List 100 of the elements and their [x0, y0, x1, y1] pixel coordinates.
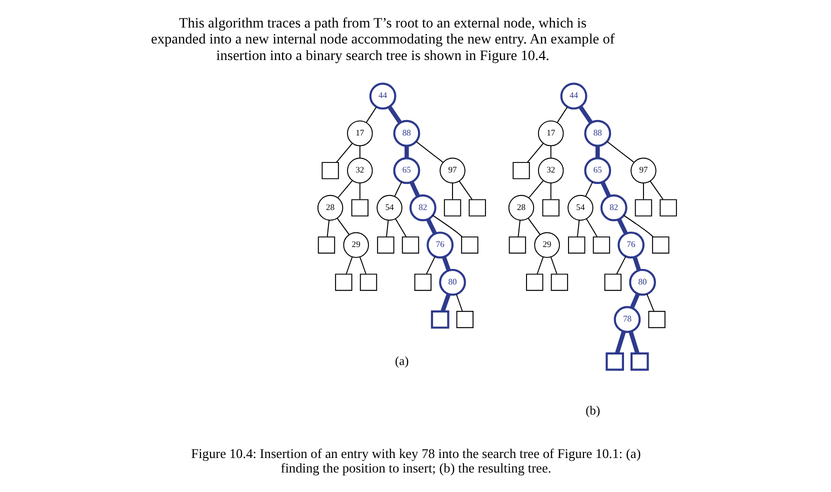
node-box [460, 236, 478, 254]
node-box [592, 236, 610, 254]
connector [576, 220, 580, 237]
connector [415, 141, 444, 163]
node-box [334, 274, 352, 291]
connector [358, 182, 360, 200]
connector [440, 294, 450, 312]
node-box [414, 274, 432, 291]
connector [550, 145, 551, 158]
node-circle: 54 [376, 194, 402, 221]
connector [629, 293, 640, 309]
connector [425, 256, 436, 275]
node-circle: 82 [408, 194, 436, 222]
node-circle: 80 [438, 268, 466, 296]
connector [622, 214, 654, 238]
node-circle: 65 [584, 157, 611, 184]
connector [386, 220, 388, 237]
label: (a) [394, 354, 408, 368]
connector [527, 218, 540, 236]
connector [336, 180, 352, 198]
connector [442, 256, 450, 272]
node-box [526, 274, 543, 291]
node-circle: 78 [613, 306, 640, 333]
node-circle: 29 [534, 232, 560, 258]
node-circle: 97 [439, 158, 465, 184]
connector [550, 182, 551, 200]
connector [642, 182, 644, 200]
node-circle: 17 [346, 120, 372, 146]
connector [394, 218, 406, 238]
node-circle: 28 [316, 194, 343, 221]
node-circle: 97 [630, 158, 656, 184]
connector [458, 180, 472, 200]
node-box [443, 199, 461, 216]
connector [584, 181, 593, 197]
node-circle: 28 [508, 194, 534, 221]
node-box [605, 352, 624, 371]
connector [600, 181, 610, 198]
node-box [350, 199, 368, 216]
node-box [359, 274, 377, 291]
label: (b) [585, 403, 600, 418]
node-box [456, 310, 474, 328]
connector [528, 180, 544, 198]
connector [595, 146, 600, 158]
node-box [659, 199, 676, 216]
node-box [468, 199, 486, 216]
node-box [376, 236, 394, 254]
connector [335, 143, 352, 163]
node-box [630, 352, 648, 371]
node-box [568, 236, 585, 254]
node-circle: 88 [584, 120, 611, 147]
node-box [321, 162, 338, 180]
node-circle: 44 [560, 82, 587, 110]
connector [585, 218, 598, 238]
connector [387, 106, 402, 124]
node-circle: 88 [392, 120, 420, 147]
connector [606, 141, 634, 163]
connector [649, 180, 663, 200]
node-box [604, 274, 622, 291]
connector [526, 143, 544, 163]
connector [517, 220, 520, 237]
node-circle: 29 [342, 232, 368, 258]
connector [432, 214, 462, 238]
node-circle: 76 [426, 232, 454, 258]
node-circle: 32 [537, 158, 564, 184]
node-box [652, 236, 669, 254]
connector [409, 181, 420, 198]
connector [646, 294, 654, 312]
node-circle: 54 [567, 194, 593, 221]
connector [404, 146, 408, 158]
label: This algorithm traces a path from T’s root to an external node, which is expanded into a new internal node accommodating the new entry. An example of insertion into a binary search tree is shown in Figure 10.4. [150, 15, 614, 64]
connector [426, 218, 436, 235]
node-circle: 80 [628, 268, 656, 296]
node-box [401, 236, 419, 254]
connector [614, 331, 626, 354]
connector [632, 256, 641, 271]
node-box [317, 236, 335, 254]
connector [345, 256, 352, 274]
connector [394, 181, 402, 197]
connector [628, 331, 639, 354]
node-circle: 76 [617, 232, 644, 258]
connector [326, 220, 330, 237]
connector [556, 106, 568, 123]
node-box [512, 162, 530, 180]
node-box [550, 274, 568, 291]
node-box [508, 236, 526, 254]
node-circle: 65 [392, 157, 420, 184]
connector [578, 106, 592, 124]
connector [358, 145, 360, 158]
connector [550, 256, 557, 274]
connector [616, 218, 628, 235]
connector [359, 256, 366, 274]
node-box [634, 199, 652, 216]
connector [365, 106, 376, 123]
caption: Figure 10.4: Insertion of an entry with key 78 into the search tree of Figure 10.1: (a) finding the position to insert; (b) the resulting tree. [190, 446, 640, 476]
connector [336, 218, 350, 236]
node-circle: 32 [346, 158, 372, 184]
connector [455, 294, 462, 312]
node-box [648, 310, 665, 328]
connector [616, 256, 626, 275]
connector [536, 256, 544, 274]
